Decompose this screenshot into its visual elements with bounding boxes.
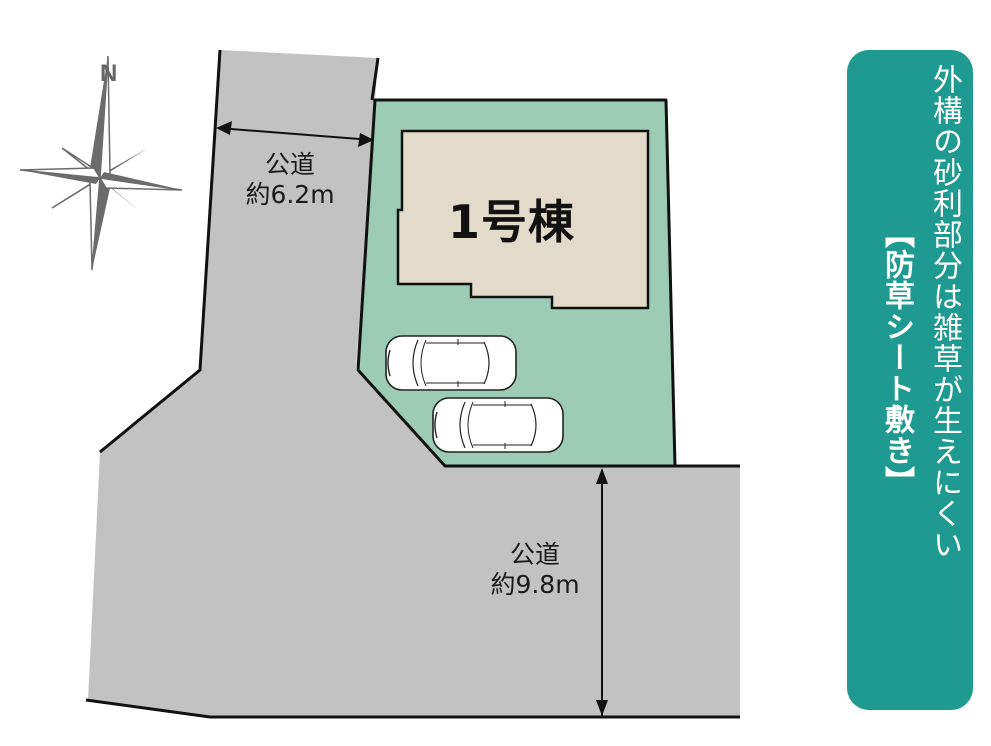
banner-line-1: 外構の砂利部分は雑草が生えにくい <box>927 64 962 560</box>
arrowhead-icon <box>596 468 608 484</box>
road-label-west: 公道 約6.2m <box>225 150 355 210</box>
road-edge-east <box>370 57 380 101</box>
road-width: 約6.2m <box>245 180 335 209</box>
banner-line-2: 【防草シート敷き】 <box>879 218 914 497</box>
road-name: 公道 <box>509 540 560 569</box>
info-banner: 外構の砂利部分は雑草が生えにくい 【防草シート敷き】 <box>847 50 973 710</box>
road-edge-south <box>85 698 740 719</box>
arrowhead-icon <box>358 133 374 147</box>
compass-north-label: N <box>100 60 118 87</box>
car-icon <box>385 335 517 391</box>
road-edge-west <box>99 49 222 454</box>
road-name: 公道 <box>264 150 315 179</box>
arrowhead-icon <box>596 700 608 716</box>
dimension-line-6-2m <box>217 127 373 141</box>
building-footprint <box>396 129 650 310</box>
building-label: 1号棟 <box>448 195 576 249</box>
road-label-south: 公道 約9.8m <box>468 540 602 600</box>
road-width: 約9.8m <box>490 570 580 599</box>
arrowhead-icon <box>216 121 232 135</box>
car-icon <box>432 397 564 453</box>
compass-rose-icon <box>19 55 183 271</box>
road-area <box>88 50 740 718</box>
